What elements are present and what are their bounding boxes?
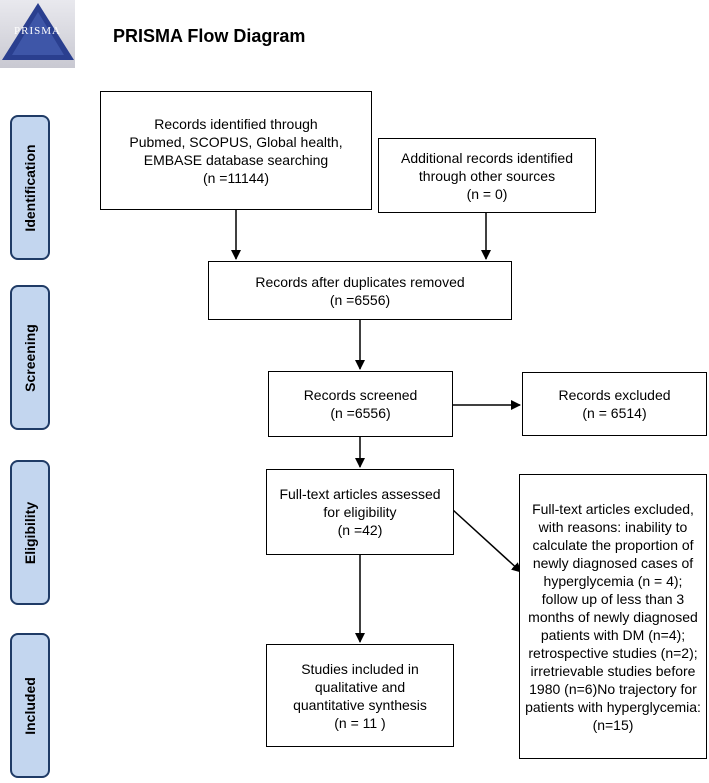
box-fulltext-assessed: Full-text articles assessed for eligibil… bbox=[266, 469, 454, 555]
box-studies-included-text: Studies included in qualitative and quan… bbox=[293, 660, 427, 731]
page-title: PRISMA Flow Diagram bbox=[113, 26, 306, 46]
phase-eligibility: Eligibility bbox=[10, 460, 50, 605]
phase-identification: Identification bbox=[10, 115, 50, 260]
logo-triangle-icon bbox=[2, 3, 74, 60]
box-records-excluded: Records excluded (n = 6514) bbox=[522, 372, 707, 436]
box-fulltext-excluded-text: Full-text articles excluded, with reason… bbox=[525, 500, 701, 733]
box-after-duplicates: Records after duplicates removed (n =655… bbox=[208, 261, 512, 320]
box-after-duplicates-text: Records after duplicates removed (n =655… bbox=[255, 273, 465, 308]
box-fulltext-excluded: Full-text articles excluded, with reason… bbox=[519, 474, 707, 759]
box-additional-records-text: Additional records identified through ot… bbox=[401, 149, 573, 202]
box-records-identified-text: Records identified through Pubmed, SCOPU… bbox=[129, 115, 343, 186]
box-records-screened: Records screened (n =6556) bbox=[268, 371, 453, 437]
arrow-fulltext-to-excluded bbox=[452, 509, 522, 573]
box-records-excluded-text: Records excluded (n = 6514) bbox=[558, 387, 671, 421]
box-fulltext-assessed-text: Full-text articles assessed for eligibil… bbox=[279, 486, 441, 538]
prisma-logo: PRISMA bbox=[0, 0, 75, 68]
box-studies-included: Studies included in qualitative and quan… bbox=[266, 644, 454, 747]
box-records-identified: Records identified through Pubmed, SCOPU… bbox=[100, 91, 372, 210]
box-additional-records: Additional records identified through ot… bbox=[378, 138, 596, 213]
logo-text: PRISMA bbox=[14, 25, 61, 37]
phase-included: Included bbox=[10, 633, 50, 778]
phase-screening: Screening bbox=[10, 285, 50, 430]
box-records-screened-text: Records screened (n =6556) bbox=[303, 387, 418, 421]
